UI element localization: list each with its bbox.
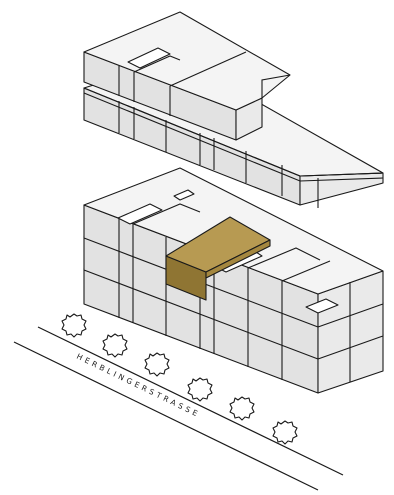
roof-block-top xyxy=(83,11,291,111)
tree-icon xyxy=(61,313,87,338)
roof-cutout-2 xyxy=(173,189,195,201)
main-building xyxy=(83,167,384,394)
tree-icon xyxy=(229,396,255,421)
tree-icon xyxy=(187,377,213,402)
street-name: HERBLINGERSTRASSE xyxy=(75,352,202,420)
street-edge-upper xyxy=(37,326,344,476)
tree-icon xyxy=(272,420,298,445)
street-edge-lower xyxy=(13,341,319,491)
roof-cutout-4 xyxy=(305,298,339,314)
trees xyxy=(61,313,298,445)
upper-slab-side xyxy=(299,172,384,206)
roof-cutout xyxy=(127,47,171,69)
tree-icon xyxy=(102,333,128,358)
highlight-unit-edge xyxy=(205,239,271,279)
roof-cutout-1 xyxy=(117,203,163,225)
upper-roof-volume xyxy=(83,11,384,208)
tree-icon xyxy=(144,352,170,377)
